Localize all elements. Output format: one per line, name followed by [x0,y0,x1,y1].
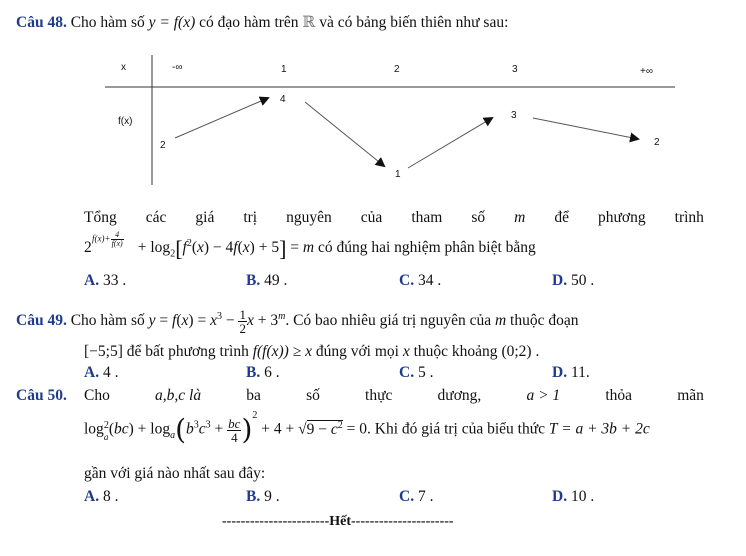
q48-number: Câu 48. [16,14,67,31]
arrow-up [174,96,270,139]
x-value: +∞ [640,66,653,77]
end-marker: -----------------------Hết--------------… [222,514,454,529]
q48-header: Câu 48. Cho hàm số y = f(x) có đạo hàm t… [16,14,509,31]
q48-text-line: Tổng các giá trị nguyên của tham số m để… [84,209,704,226]
x-label: x [121,62,126,73]
q50-option-a[interactable]: A. 8 . [84,488,119,505]
q50-line1: Cho a,b,c là ba số thực dương, a > 1 thỏ… [84,387,704,404]
q49-option-b[interactable]: B. 6 . [246,364,280,381]
q50-number: Câu 50. [16,387,67,404]
arrow-down [532,117,640,143]
q48-option-c[interactable]: C. 34 . [399,272,442,289]
f-value: 1 [395,169,401,180]
q50-option-b[interactable]: B. 9 . [246,488,280,505]
x-value: 3 [512,64,518,75]
f-value: 3 [511,110,517,121]
q49-number: Câu 49. [16,312,67,330]
q50-line3: gần với giá nào nhất sau đây: [84,465,266,482]
arrow-up [407,116,494,169]
f-value: 4 [280,94,286,105]
fx-label: f(x) [118,116,132,127]
q49-option-c[interactable]: C. 5 . [399,364,434,381]
q49-line2: [−5;5] để bất phương trình f(f(x)) ≥ x đ… [84,343,540,360]
real-numbers-symbol: ℝ [302,14,316,31]
x-value: -∞ [172,62,182,73]
variation-table: x -∞ 1 2 3 +∞ f(x) 2 4 1 3 2 [105,55,675,185]
x-value: 1 [281,64,287,75]
q48-option-a[interactable]: A. 33 . [84,272,127,289]
q49-option-a[interactable]: A. 4 . [84,364,119,381]
x-value: 2 [394,64,400,75]
q50-option-c[interactable]: C. 7 . [399,488,434,505]
q50-option-d[interactable]: D. 10 . [552,488,595,505]
f-value: 2 [160,140,166,151]
q48-option-b[interactable]: B. 49 . [246,272,288,289]
q49-option-d[interactable]: D. 11. [552,364,590,381]
arrow-down [304,101,386,168]
q48-option-d[interactable]: D. 50 . [552,272,595,289]
f-value: 2 [654,137,660,148]
